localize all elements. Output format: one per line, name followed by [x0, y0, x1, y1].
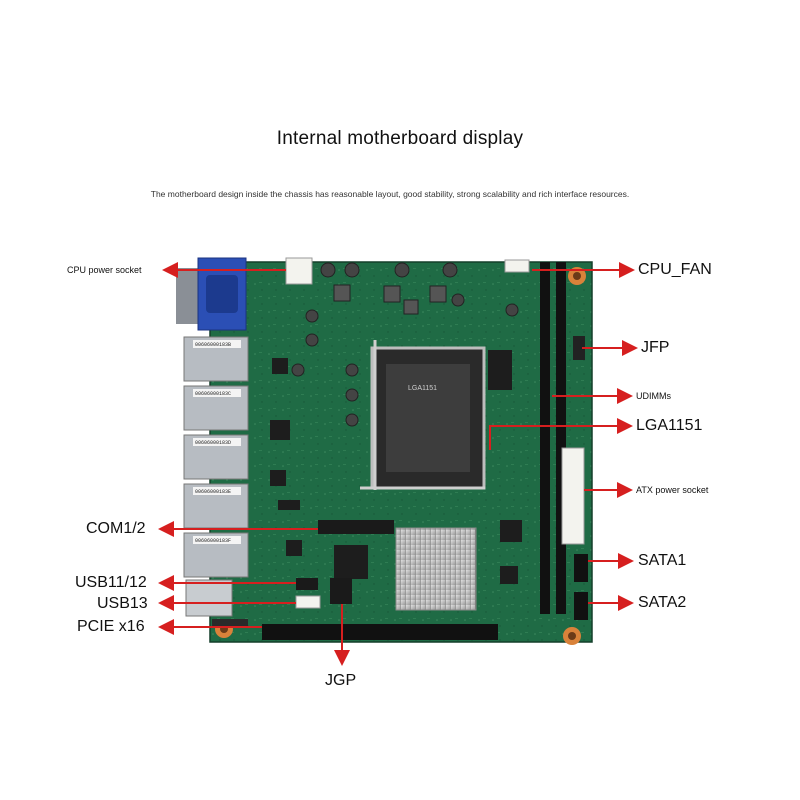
memory-slots [540, 262, 566, 614]
serial-5: 00606000183F [195, 538, 231, 544]
label-atx-power-socket: ATX power socket [636, 485, 709, 495]
atx-power-connector [561, 447, 585, 545]
misc-chips [270, 350, 522, 584]
label-lga1151: LGA1151 [636, 417, 703, 434]
serial-2: 00606000183C [195, 391, 231, 397]
label-sata2: SATA2 [638, 594, 687, 611]
serial-4: 00606000183E [195, 489, 231, 495]
vrm-components [291, 262, 519, 427]
label-com12: COM1/2 [86, 520, 146, 537]
com-header [318, 520, 394, 534]
sata1-connector [574, 554, 588, 582]
socket-marking: LGA1151 [408, 385, 437, 392]
cpu-socket: LGA1151 [360, 340, 486, 490]
label-cpu-power-socket: CPU power socket [67, 265, 142, 275]
label-udimms: UDIMMs [636, 391, 671, 401]
sata2-connector [574, 592, 588, 620]
lan-serial-labels: 00606000183B 00606000183C 00606000183D 0… [193, 340, 241, 544]
label-sata1: SATA1 [638, 552, 687, 569]
serial-1: 00606000183B [195, 342, 231, 348]
pcie-slot [212, 619, 498, 640]
label-pcie-x16: PCIE x16 [77, 618, 145, 635]
chipset-heatsink [395, 527, 477, 611]
usb-audio-ports [185, 579, 233, 617]
label-jgp: JGP [325, 672, 357, 689]
arrow-lga1151 [489, 418, 633, 450]
vga-port [176, 257, 247, 331]
page-subtitle: The motherboard design inside the chassi… [150, 189, 630, 199]
page-title: Internal motherboard display [276, 128, 524, 149]
cpu-fan-header [504, 259, 530, 273]
serial-3: 00606000183D [195, 440, 231, 446]
cpu-power-connector [285, 257, 313, 285]
jfp-header [573, 336, 585, 360]
jgp-header [330, 578, 352, 604]
label-usb1112: USB11/12 [75, 574, 147, 591]
label-jfp: JFP [641, 339, 670, 356]
io-chip [334, 545, 368, 579]
label-cpu-fan: CPU_FAN [638, 261, 712, 278]
usb13-header [295, 595, 321, 609]
usb1112-header [296, 578, 318, 590]
label-usb13: USB13 [97, 595, 148, 612]
